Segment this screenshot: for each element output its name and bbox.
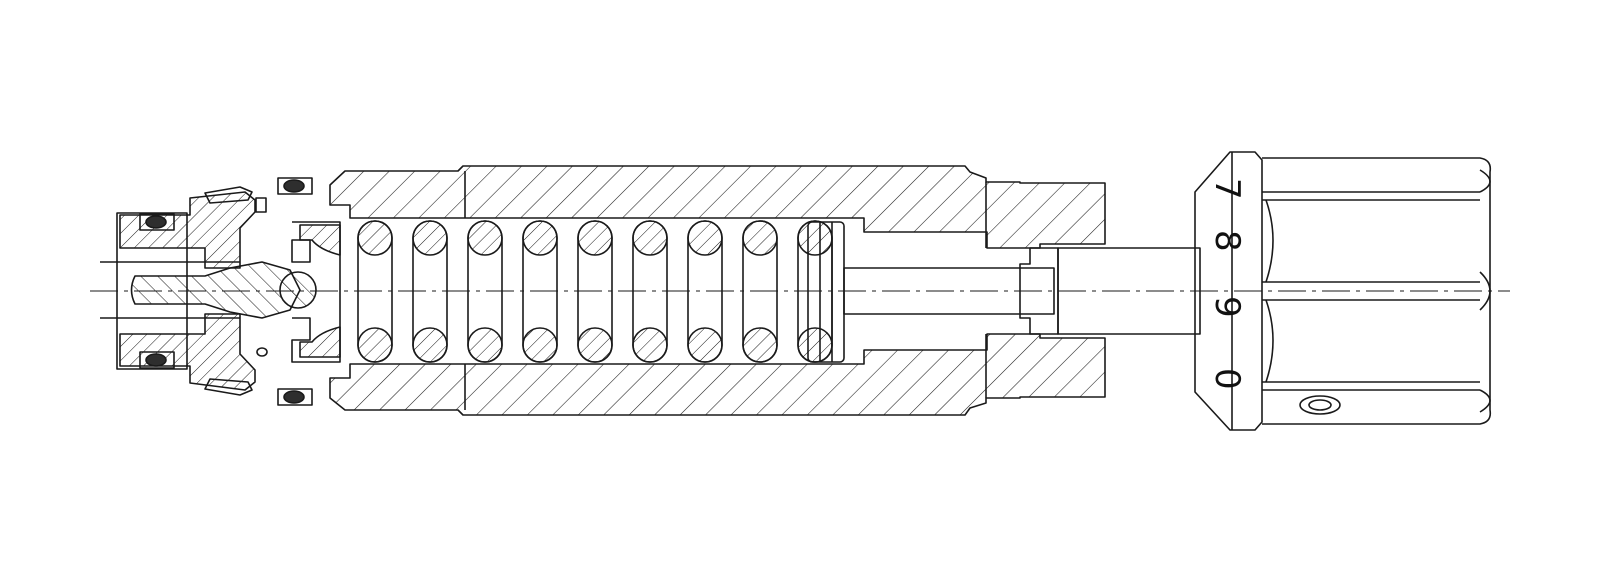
o-ring-seal [283, 179, 305, 193]
poppet-cage-upper-arc [299, 224, 341, 256]
spring-wire-section [577, 327, 613, 363]
spring-wire-section [632, 327, 668, 363]
dial-label-8: 8 [1207, 230, 1247, 252]
housing-lower-wall [329, 333, 1106, 416]
dial-label-7: 7 [1207, 178, 1247, 200]
spring-wire-section [357, 327, 393, 363]
valve-stem [130, 261, 301, 319]
seal-groove [139, 351, 175, 369]
knob-set-screw [1299, 395, 1341, 415]
locating-pin-upper [255, 197, 267, 213]
knob-grip-arc [1265, 299, 1274, 383]
o-ring-seal [283, 390, 305, 404]
retaining-tab-lower [204, 378, 253, 396]
spring-wire-section [357, 220, 393, 256]
knob-rib-end [1479, 389, 1491, 413]
o-ring-seal [145, 353, 167, 367]
vent-hole [256, 347, 268, 357]
seal-groove [277, 177, 313, 195]
retaining-tab-upper [204, 186, 253, 204]
seal-groove [139, 213, 175, 231]
spring-wire-section [742, 327, 778, 363]
valve-ball [279, 271, 317, 309]
seal-groove [277, 388, 313, 406]
spring-wire-section [632, 220, 668, 256]
dial-label-9: 9 [1207, 296, 1247, 318]
spring-wire-section [577, 220, 613, 256]
dial-label-0: 0 [1207, 368, 1247, 390]
poppet-cage-lower-arc [299, 326, 341, 358]
coil-spring [357, 220, 833, 363]
spring-wire-section [797, 220, 833, 256]
knob-grip-arc [1265, 199, 1274, 283]
housing-upper-wall [329, 165, 1106, 249]
spring-wire-section [412, 327, 448, 363]
knob-set-screw-inner [1308, 399, 1332, 411]
spring-wire-section [797, 327, 833, 363]
spring-wire-section [687, 220, 723, 256]
spring-wire-section [522, 220, 558, 256]
spring-wire-section [467, 220, 503, 256]
dial-bezel [1194, 151, 1263, 431]
spring-wire-section [687, 327, 723, 363]
spring-wire-section [412, 220, 448, 256]
spring-wire-section [467, 327, 503, 363]
spring-wire-section [742, 220, 778, 256]
o-ring-seals [145, 179, 305, 404]
o-ring-seal [145, 215, 167, 229]
spring-wire-section [522, 327, 558, 363]
knob-rib-end [1479, 169, 1491, 193]
